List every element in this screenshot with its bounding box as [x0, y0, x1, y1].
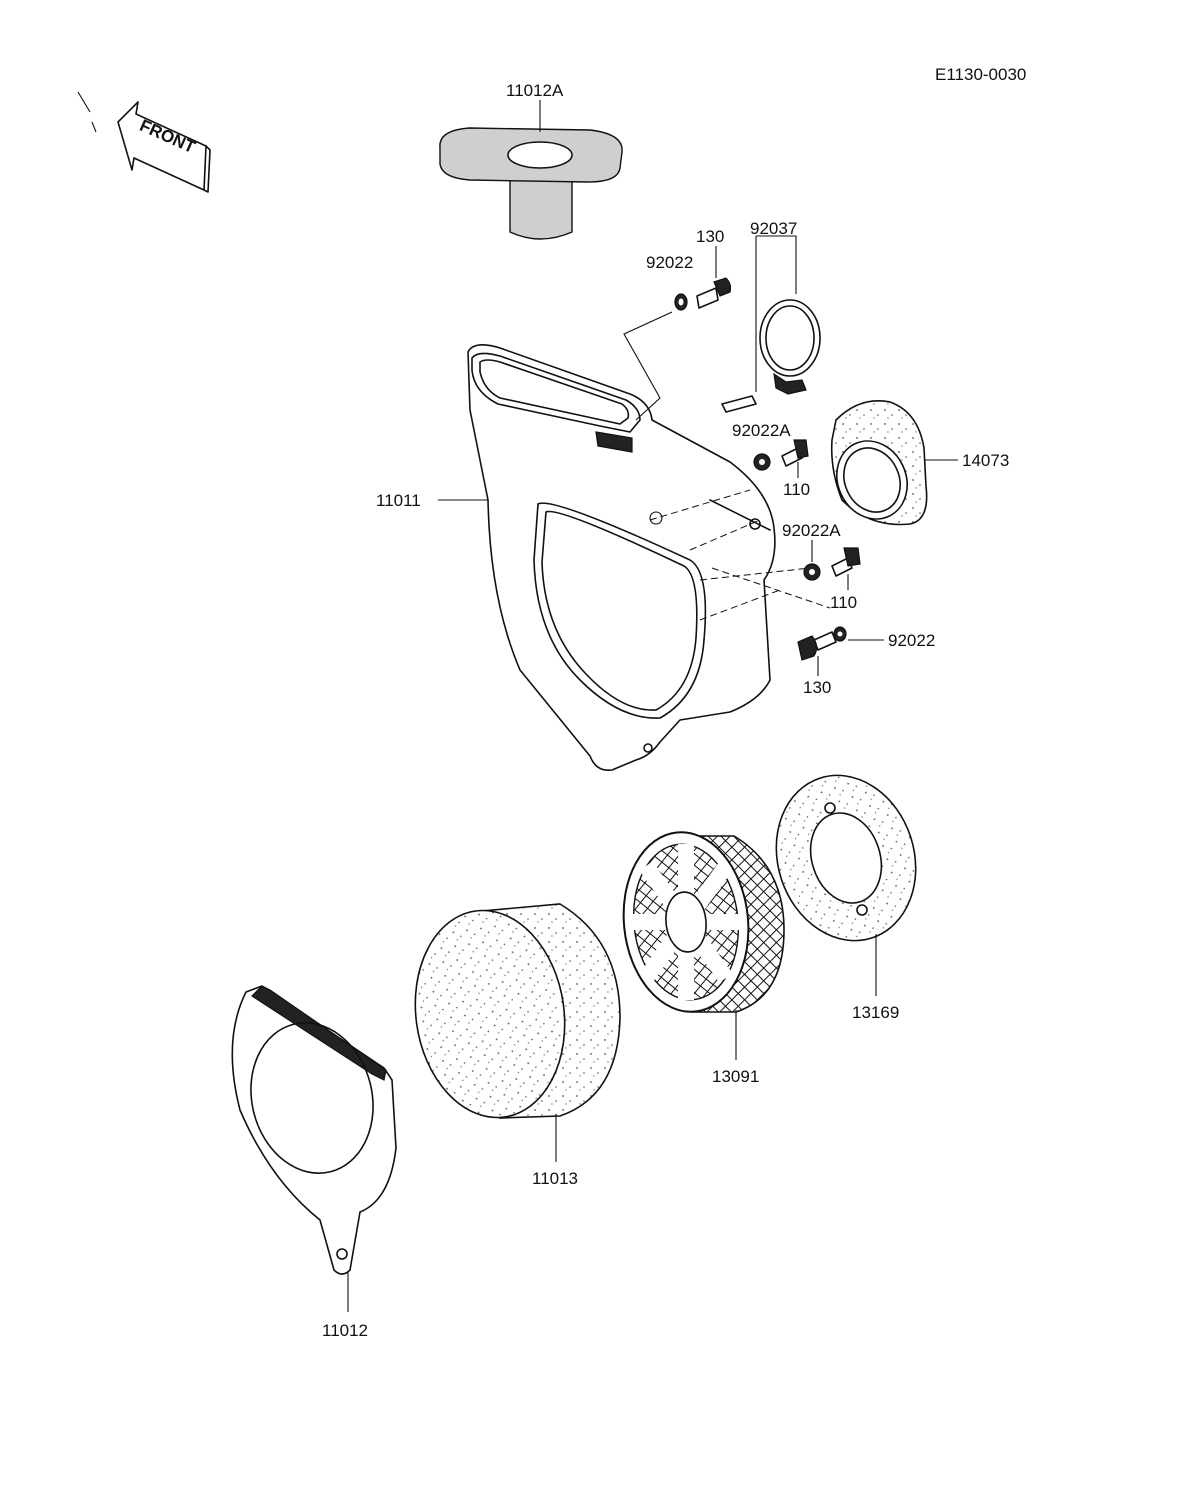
label-110-1: 110: [783, 480, 810, 499]
diagram-code: E1130-0030: [935, 65, 1026, 84]
part-92022A-washer-1: [753, 453, 771, 471]
label-92037: 92037: [750, 219, 797, 238]
part-130-bolt-bottom: [797, 631, 837, 661]
part-110-bolt-1: [781, 439, 809, 467]
part-130-bolt-top: [696, 277, 732, 309]
part-11012-cover: [231, 985, 397, 1275]
label-92022A-1: 92022A: [732, 421, 791, 440]
stray-marks: [77, 91, 97, 133]
part-110-bolt-2: [831, 547, 861, 577]
label-92022A-2: 92022A: [782, 521, 841, 540]
leader-92022-130-top: [623, 311, 673, 421]
alignment-lines: [649, 489, 831, 621]
label-130-top: 130: [696, 227, 724, 246]
label-11012A: 11012A: [506, 81, 564, 100]
label-13169: 13169: [852, 1003, 899, 1022]
label-130-bottom: 130: [803, 678, 831, 697]
label-11013: 11013: [532, 1169, 578, 1188]
label-13091: 13091: [712, 1067, 759, 1086]
part-13169-holder: [775, 774, 917, 942]
part-11011-housing: [467, 344, 776, 772]
label-14073: 14073: [962, 451, 1009, 470]
label-110-2: 110: [830, 593, 857, 612]
part-11013-foam: [414, 903, 621, 1119]
part-92022-washer-bottom: [833, 626, 847, 642]
label-92022-top: 92022: [646, 253, 693, 272]
part-92022-washer-top: [674, 293, 688, 311]
part-92022A-washer-2: [803, 563, 821, 581]
part-14073-elbow: [830, 400, 928, 526]
front-arrow-icon: FRONT: [117, 101, 211, 193]
part-11012A-duct: [439, 127, 623, 240]
label-92022-bottom: 92022: [888, 631, 935, 650]
label-11011: 11011: [376, 491, 421, 510]
leader-92037: [755, 235, 797, 392]
label-11012: 11012: [322, 1321, 368, 1340]
part-92037-clamp: [721, 299, 821, 413]
part-13091-filter: [622, 831, 785, 1013]
